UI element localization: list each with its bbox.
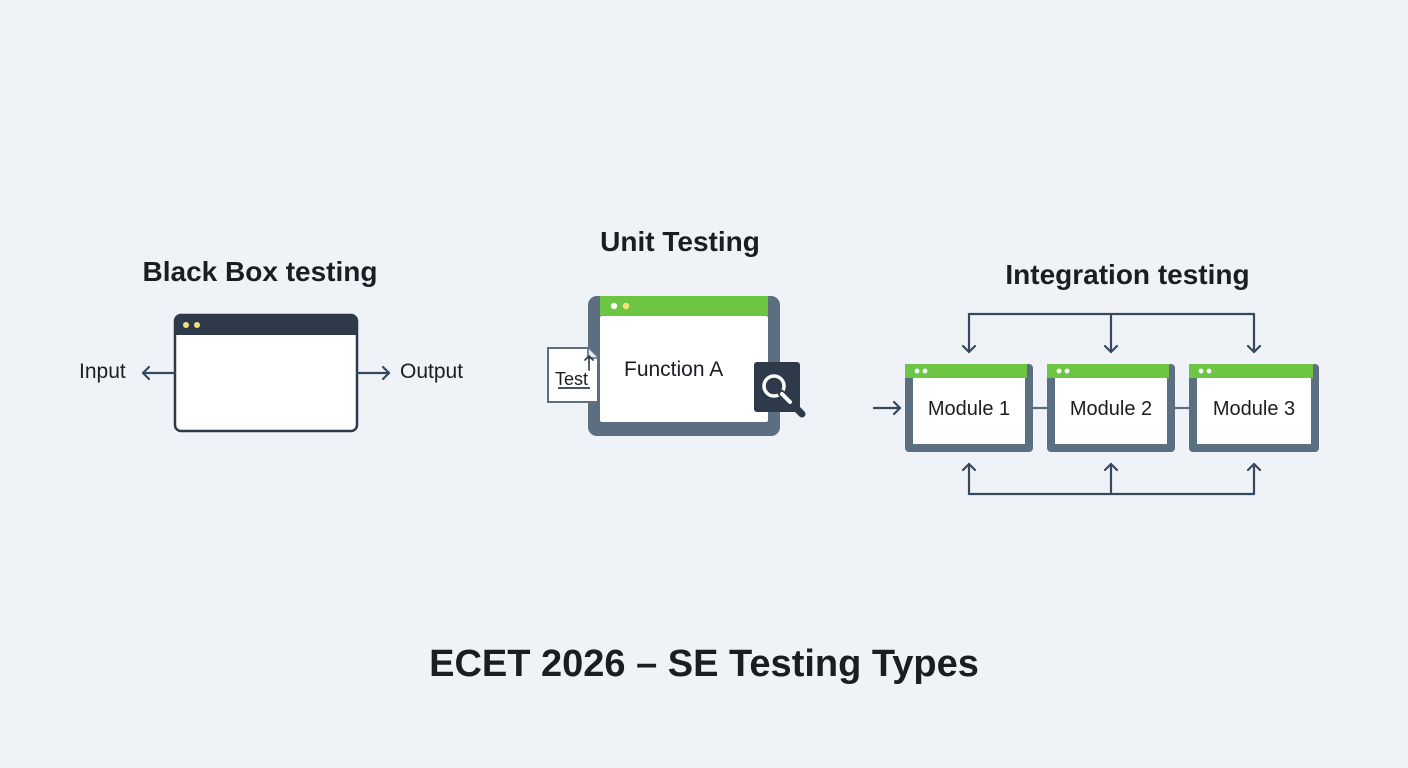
integration-graphic xyxy=(872,312,1319,496)
bottom-connector-lines xyxy=(961,462,1262,496)
integration-testing-title: Integration testing xyxy=(1005,259,1250,290)
black-box-window xyxy=(173,313,359,433)
output-arrow xyxy=(355,365,391,381)
output-label: Output xyxy=(400,360,464,383)
unit-testing-graphic xyxy=(547,296,806,436)
unit-testing-title: Unit Testing xyxy=(600,226,760,257)
input-arrow xyxy=(141,365,177,381)
test-document-icon xyxy=(547,347,599,403)
black-box-graphic xyxy=(141,313,391,433)
function-a-label: Function A xyxy=(624,358,724,381)
entry-arrow xyxy=(872,400,902,416)
module-1-box xyxy=(905,364,1033,452)
top-connector-lines xyxy=(961,312,1262,354)
module-2-label: Module 2 xyxy=(1069,398,1153,420)
black-box-title: Black Box testing xyxy=(142,256,378,287)
module-1-label: Module 1 xyxy=(927,398,1011,420)
magnifier-icon xyxy=(754,362,806,418)
input-label: Input xyxy=(79,360,126,383)
module-3-box xyxy=(1189,364,1319,452)
footer-title: ECET 2026 – SE Testing Types xyxy=(429,643,979,685)
function-window xyxy=(588,296,780,436)
module-2-box xyxy=(1047,364,1175,452)
test-doc-label: Test xyxy=(555,369,589,389)
module-3-label: Module 3 xyxy=(1212,398,1296,420)
